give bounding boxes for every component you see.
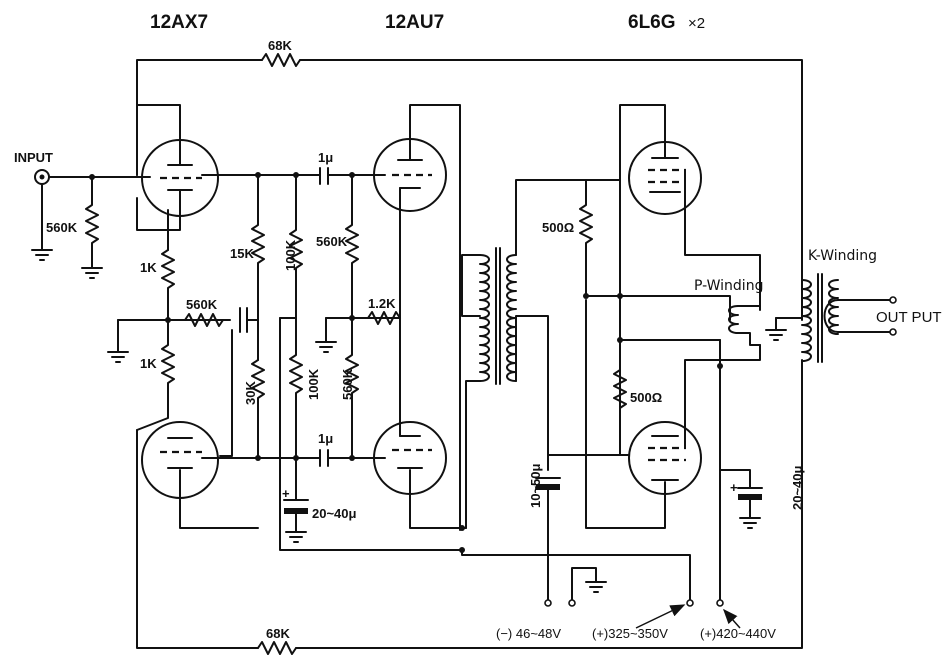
k-winding-label: K-Winding — [808, 248, 877, 264]
feedback-bottom: 68K — [136, 359, 803, 655]
cap-elec-label: 20~40μ — [312, 506, 357, 521]
r-left-bot-label: 100K — [306, 368, 321, 400]
r-mid-label: 560K — [186, 297, 218, 312]
cap-elec-20-40: + 20~40μ — [282, 457, 357, 543]
terminal-high[interactable] — [716, 599, 724, 607]
coupling-cap-top: 1μ — [293, 150, 386, 185]
out-terminal-2[interactable] — [889, 328, 897, 336]
tube-12au7-upper — [373, 104, 461, 531]
terminal-neg[interactable] — [544, 599, 552, 607]
tube-6l6g-lower — [585, 299, 761, 529]
supply-neg-label: (−) 46~48V — [496, 626, 561, 641]
r-feedback-bottom-label: 68K — [266, 626, 290, 641]
output-transformer: OUT PUT P-Winding K-Winding — [694, 248, 942, 607]
cap-top-label: 1μ — [318, 150, 333, 165]
r-left-top-label: 100K — [283, 239, 298, 271]
r-g1-label: 500Ω — [542, 220, 574, 235]
tube-12ax7-lower: 1K — [136, 319, 259, 529]
supply-high-label: (+)420~440V — [700, 626, 776, 641]
tube-12au7-lower — [373, 317, 467, 529]
r-mid-560k: 560K — [184, 297, 259, 333]
r-right-bot-label: 560K — [340, 368, 355, 400]
r-right-top-label: 560K — [316, 234, 348, 249]
r-lower-label: 30K — [243, 381, 258, 405]
r-cathode-label: 1K — [140, 356, 157, 371]
supply-mid-label: (+)325~350V — [592, 626, 668, 641]
stage1-plate-resistors: 15K 30K — [201, 172, 321, 461]
cap-bottom-label: 1μ — [318, 431, 333, 446]
svg-text:+: + — [282, 486, 290, 501]
cap-bias: 10~50μ — [528, 454, 561, 607]
tube-12ax7-upper: 1K — [136, 104, 219, 319]
r-mid-stage2-label: 1.2K — [368, 296, 396, 311]
coupling-cap-bottom: 1μ — [293, 431, 386, 467]
stage2-resistors: 100K 100K 560K 560K 1.2K — [279, 174, 463, 551]
interstage-transformer — [461, 179, 629, 529]
ground-terminal — [568, 567, 607, 607]
tube-title-6l6g: 6L6G — [628, 12, 676, 33]
r-upper-label: 15K — [230, 246, 254, 261]
arrow-high — [723, 608, 741, 629]
tube-title-12ax7: 12AX7 — [150, 12, 208, 33]
cap-hv-label: 20~40μ — [790, 465, 805, 510]
out-terminal-1[interactable] — [889, 296, 897, 304]
tube-title-12au7: 12AU7 — [385, 12, 444, 33]
input-label: INPUT — [14, 150, 53, 165]
svg-text:+: + — [730, 480, 738, 495]
cap-bias-label: 10~50μ — [528, 463, 543, 508]
terminal-mid[interactable] — [686, 599, 694, 607]
terminal-ground[interactable] — [568, 599, 576, 607]
arrow-mid — [635, 604, 686, 629]
tube-qty: ×2 — [688, 15, 705, 32]
input-section: INPUT 560K — [14, 150, 151, 279]
p-winding-label: P-Winding — [694, 278, 763, 294]
out-label: OUT PUT — [876, 309, 942, 326]
output-grid-resistors: 500Ω 500Ω — [542, 179, 731, 456]
r-feedback-top-label: 68K — [268, 38, 292, 53]
tube-6l6g-upper — [619, 104, 761, 456]
r-plate-label: 1K — [140, 260, 157, 275]
r-g2-label: 500Ω — [630, 390, 662, 405]
r-input-grid-label: 560K — [46, 220, 78, 235]
cap-hv: + 20~40μ — [719, 465, 805, 529]
